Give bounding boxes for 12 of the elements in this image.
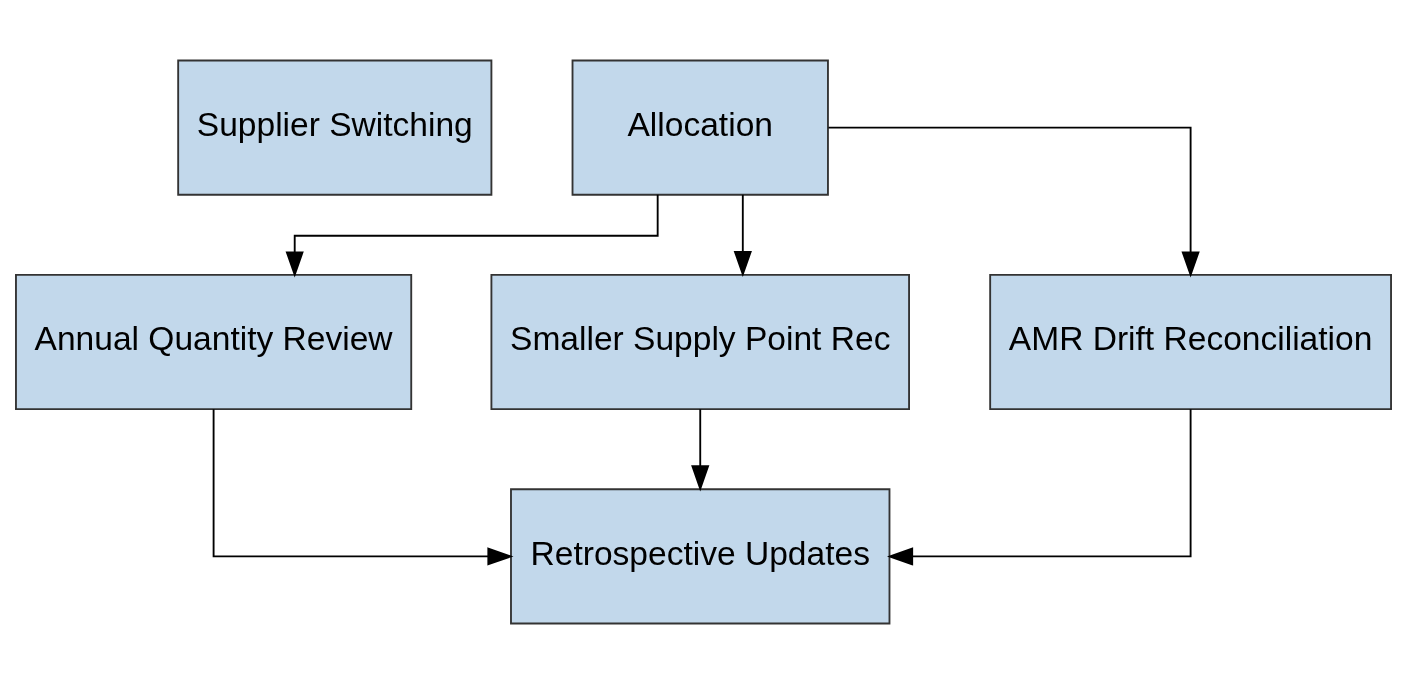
node-box: Smaller Supply Point Rec: [490, 273, 910, 411]
arrow: [691, 408, 710, 492]
node-box: Supplier Switching: [177, 59, 493, 196]
arrow: [212, 408, 514, 566]
arrow: [285, 193, 659, 278]
arrow: [733, 193, 752, 278]
node-box: Retrospective Updates: [510, 488, 891, 625]
arrow: [827, 126, 1200, 278]
node-box: Annual Quantity Review: [15, 273, 413, 411]
node-box: Allocation: [571, 59, 829, 196]
arrow: [887, 408, 1192, 566]
node-box: AMR Drift Reconciliation: [989, 273, 1392, 411]
